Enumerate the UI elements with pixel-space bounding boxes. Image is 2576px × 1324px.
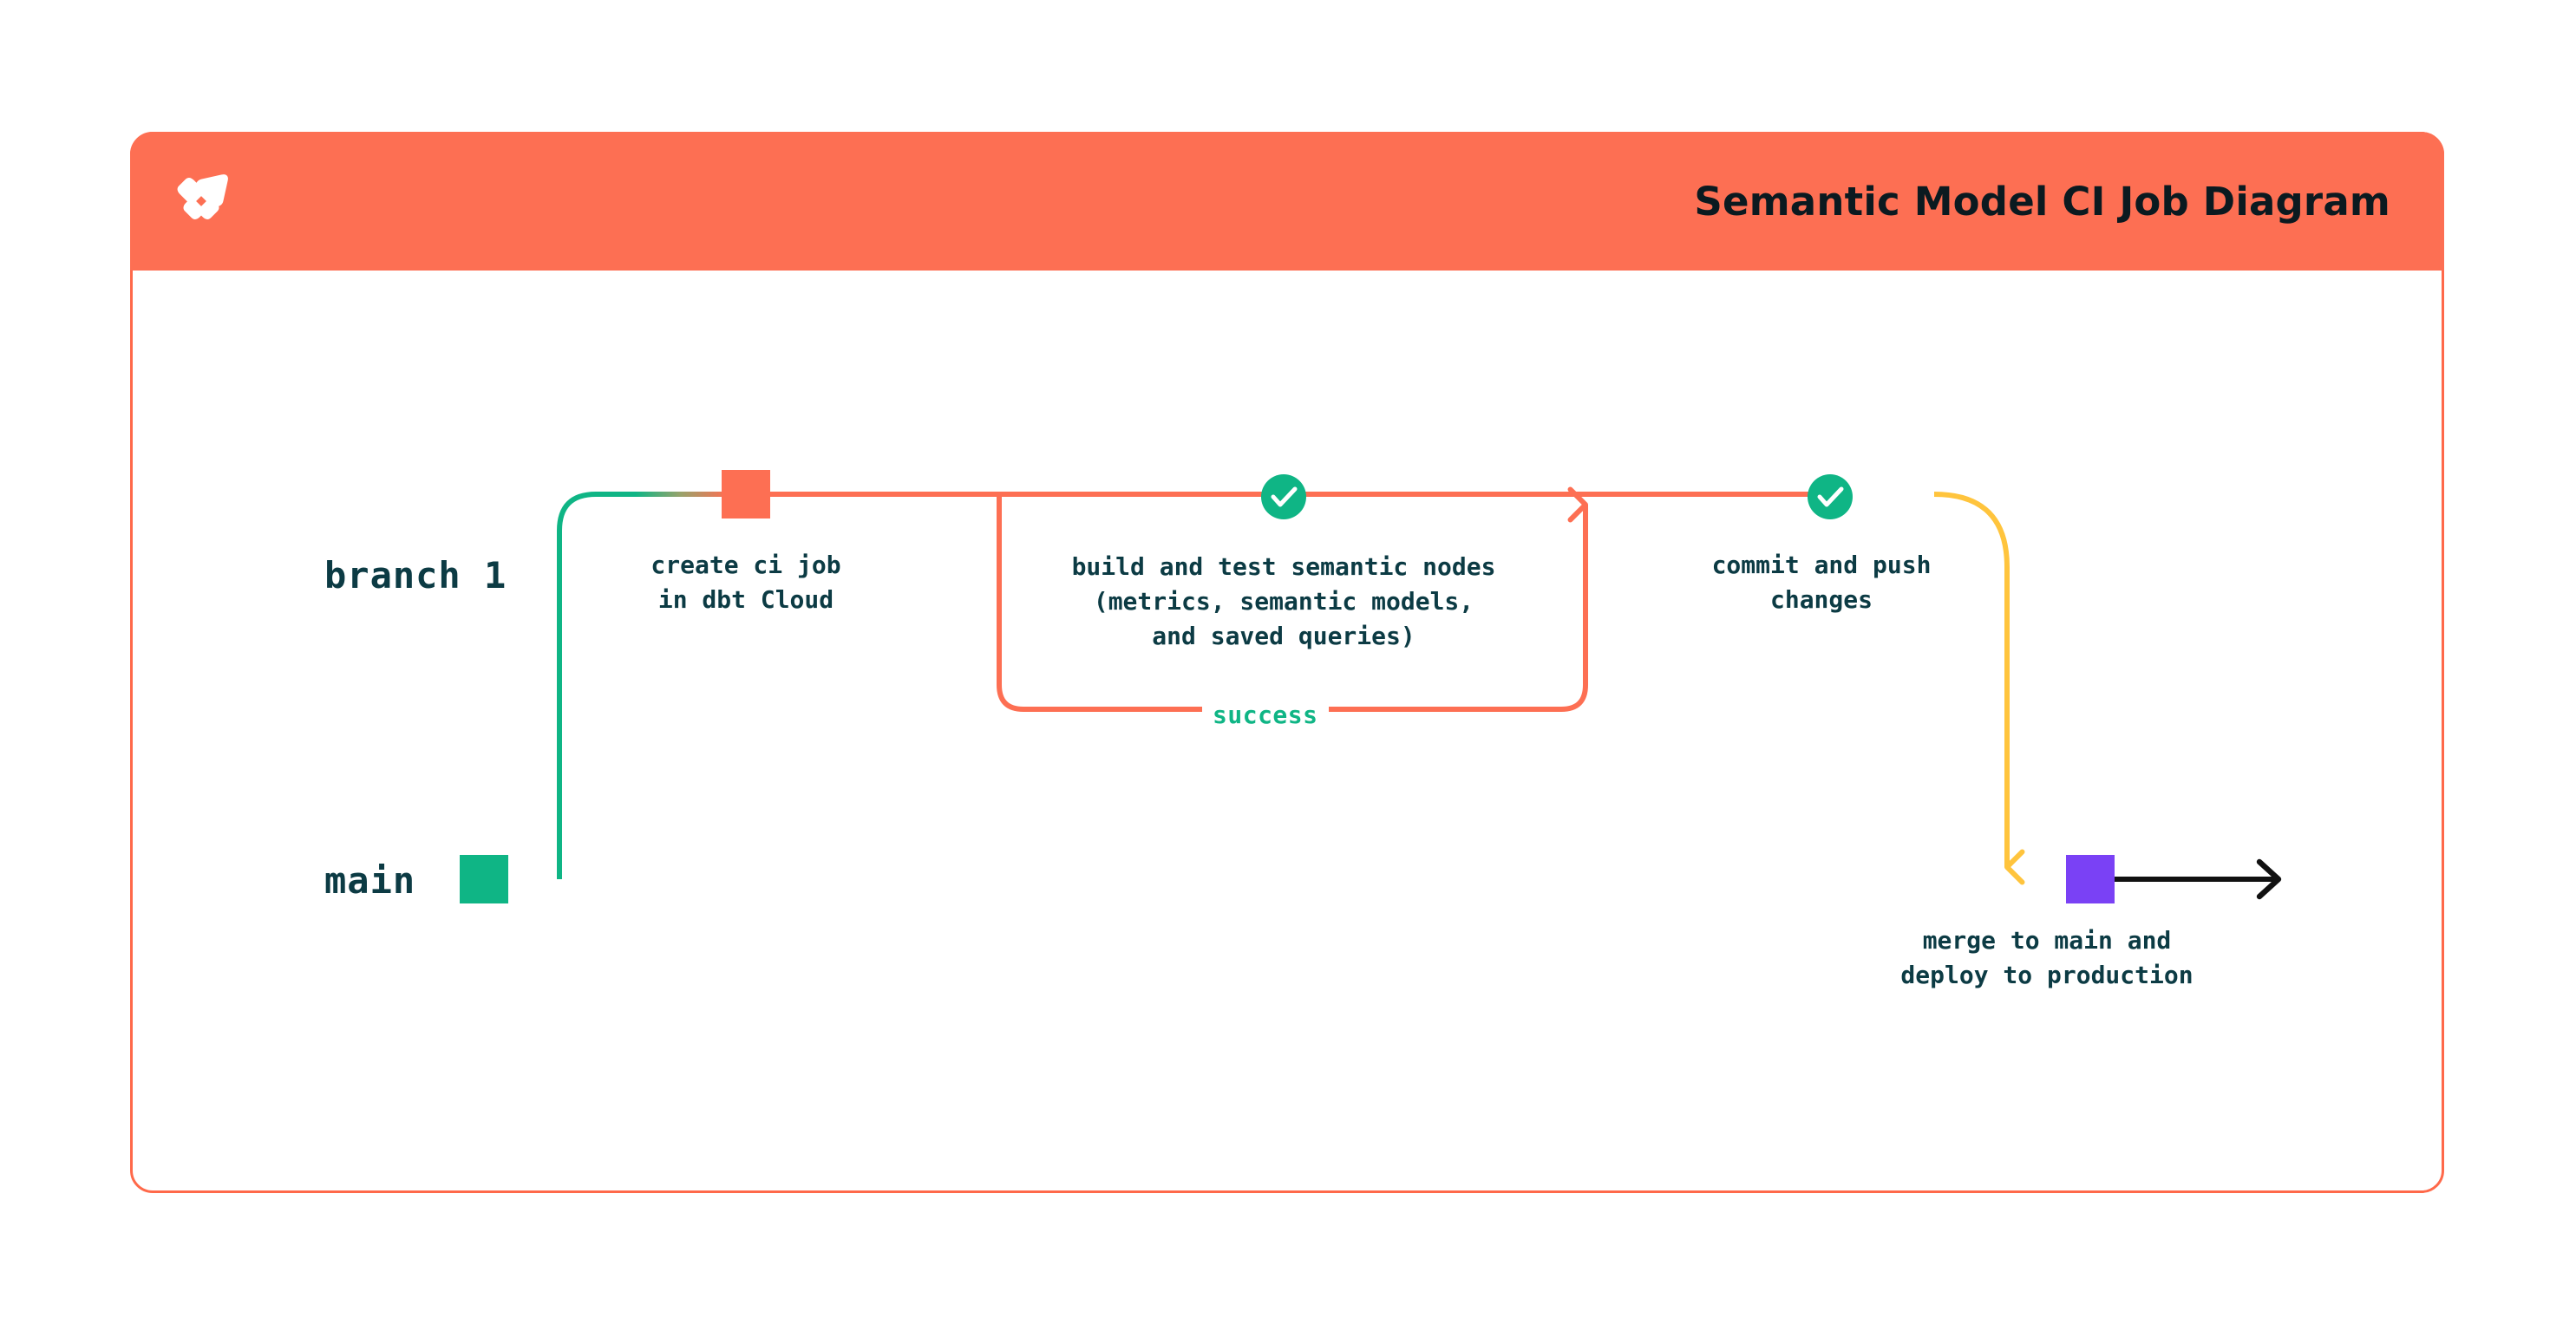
card-header: Semantic Model CI Job Diagram: [130, 132, 2444, 271]
lane-label-branch-1: branch 1: [324, 554, 507, 597]
node-label-create-ci-job: create ci job in dbt Cloud: [651, 551, 841, 614]
node-label-commit-and-push: commit and push changes: [1711, 551, 1932, 614]
diagram-card: Semantic Model CI Job Diagram: [130, 132, 2444, 1193]
node-label-build-and-test: build and test semantic nodes (metrics, …: [1071, 552, 1496, 650]
dbt-logo-icon: [177, 174, 228, 219]
edge-label-success: success: [1202, 701, 1329, 729]
node-label-merge-to-main: merge to main and deploy to production: [1900, 926, 2194, 989]
page-title: Semantic Model CI Job Diagram: [1694, 178, 2390, 225]
lane-label-main: main: [324, 859, 416, 902]
